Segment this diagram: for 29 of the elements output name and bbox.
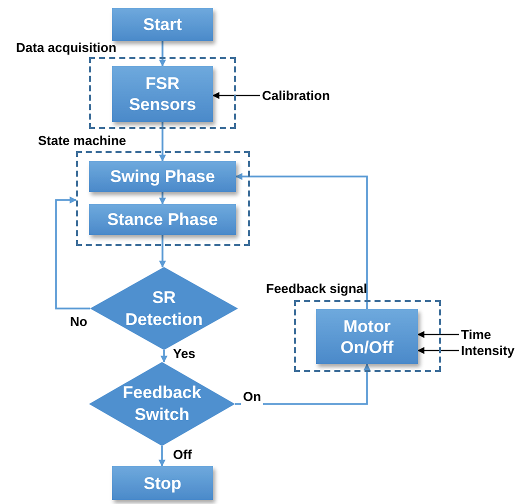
input-label: Calibration — [262, 87, 338, 104]
process-box: Stance Phase — [89, 204, 236, 235]
group-heading: State machine — [38, 133, 126, 149]
arrow — [159, 122, 166, 162]
input-label: Time — [461, 326, 501, 343]
arrow — [159, 41, 166, 67]
group-heading: Data acquisition — [16, 40, 116, 56]
arrow — [55, 196, 90, 310]
arrow — [235, 363, 370, 405]
process-box: Motor On/Off — [316, 309, 418, 364]
arrow — [212, 92, 260, 99]
input-label: Intensity — [461, 342, 525, 359]
process-box: Swing Phase — [89, 161, 236, 192]
arrow — [235, 173, 368, 309]
dashed-group — [266, 281, 441, 372]
process-box: Start — [112, 8, 213, 41]
group-heading: Feedback signal — [266, 281, 368, 297]
arrow — [160, 350, 168, 363]
dashed-group — [38, 133, 250, 246]
arrow — [159, 192, 166, 205]
edge-label: On — [241, 389, 264, 405]
dashed-group — [16, 40, 236, 129]
process-box: Stop — [112, 466, 213, 500]
arrow — [417, 347, 459, 354]
process-box: FSR Sensors — [112, 66, 213, 122]
arrow — [158, 446, 166, 467]
decision-diamond: SR Detection — [90, 267, 238, 350]
arrow — [159, 235, 166, 268]
decision-diamond: Feedback Switch — [89, 362, 235, 446]
